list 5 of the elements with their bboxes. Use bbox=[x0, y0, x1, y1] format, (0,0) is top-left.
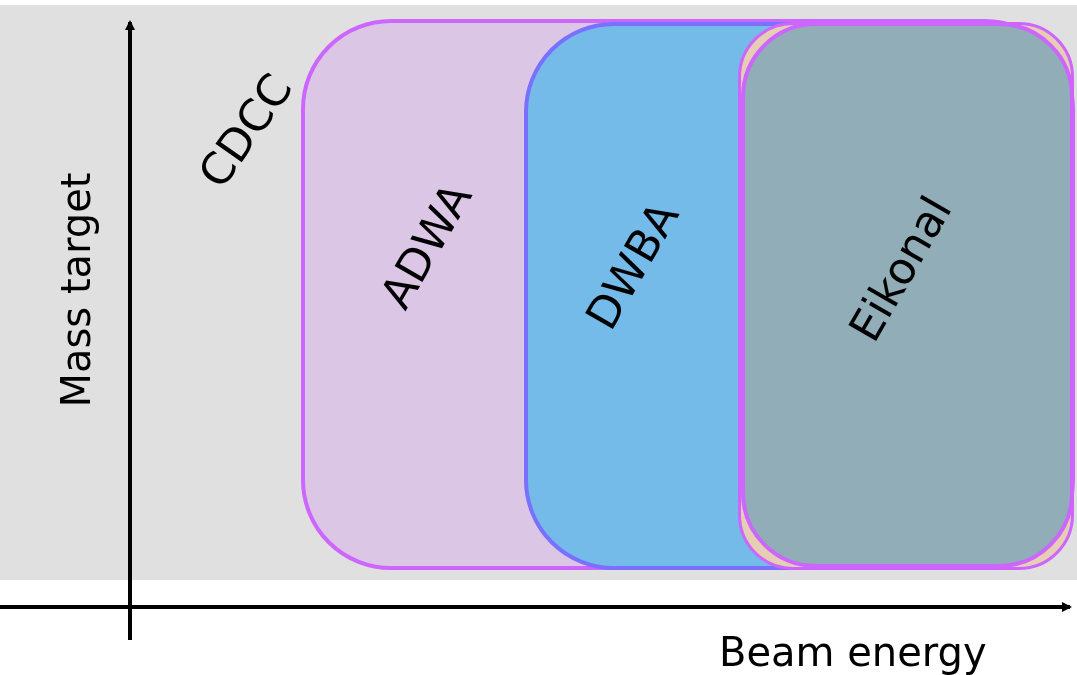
x-axis-label: Beam energy bbox=[719, 629, 987, 675]
region-shape bbox=[301, 19, 1075, 570]
chart-background bbox=[0, 5, 1077, 580]
region-shape bbox=[524, 22, 1074, 570]
y-axis-label: Mass target bbox=[52, 172, 98, 408]
